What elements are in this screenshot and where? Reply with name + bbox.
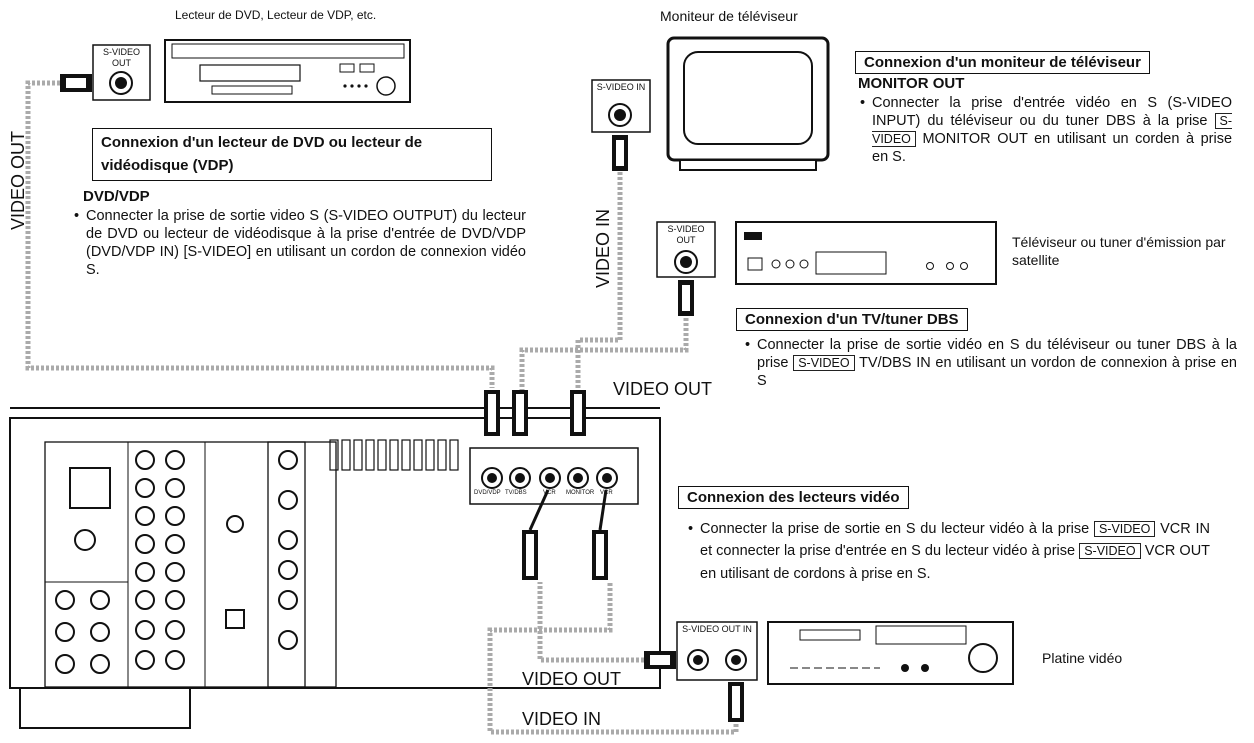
vcr-svideo-box-1: S-VIDEO [1093,521,1156,537]
vcr-body-2: VCR IN et connecter la prise d'entrée en… [700,521,1210,560]
receiver-label-vcr-in: VCR [543,490,556,496]
video-in-label-middle: VIDEO IN [593,208,613,288]
tuner-svideo-box: S-VIDEO [793,355,855,372]
video-out-label-left: VIDEO OUT [8,130,28,230]
monitor-body-before: Connecter la prise d'entrée vidéo en S (… [872,95,1232,130]
vcr-section-title: Connexion des lecteurs vidéo [678,486,909,509]
dvd-source-caption: Lecteur de DVD, Lecteur de VDP, etc. [175,8,377,22]
tuner-section-body: •Connecter la prise de sortie vidéo en S… [745,337,1237,390]
receiver-label-dvd: DVD/VDP [474,490,501,496]
tv-monitor-illustration [666,36,830,171]
dvd-player-illustration [164,39,411,103]
dvd-section-subtitle: DVD/VDP [83,188,150,205]
dvd-body-text: Connecter la prise de sortie video S (S-… [86,208,526,279]
monitor-section-subtitle: MONITOR OUT [858,75,965,92]
monitor-section-title: Connexion d'un moniteur de téléviseur [855,51,1150,74]
video-out-label-bottom: VIDEO OUT [522,669,622,689]
receiver-rear-panel [9,407,661,729]
receiver-label-vcr-out: VCR [600,490,613,496]
video-out-label-middle: VIDEO OUT [613,379,713,399]
tuner-section-title: Connexion d'un TV/tuner DBS [736,308,968,331]
monitor-cable [575,135,628,390]
tuner-jack-label: S-VIDEO OUT [667,224,705,246]
vcr-svideo-jack [676,621,758,681]
receiver-label-monitor: MONITOR [566,490,595,496]
monitor-section-body: •Connecter la prise d'entrée vidéo en S … [860,95,1233,166]
tuner-body-before: Connecter la prise de sortie vidéo en S … [757,337,1237,372]
tuner-svideo-out-jack [656,221,716,278]
dvd-svideo-out-jack [92,44,151,101]
monitor-body-after: MONITOR OUT en utilisant un corden à pri… [872,131,1233,166]
tv-svideo-in-jack [591,79,651,133]
satellite-tuner-illustration [735,221,997,285]
tv-monitor-caption: Moniteur de téléviseur [660,8,798,24]
tuner-cable [519,280,694,390]
vcr-section-body: •Connecter la prise de sortie en S du le… [688,521,1211,582]
receiver-label-tvdbs: TV/DBS [505,490,527,496]
vcr-body-1: Connecter la prise de sortie en S du lec… [700,521,1090,537]
tuner-body-after: TV/DBS IN en utilisant un vordon de conn… [757,355,1237,390]
vcr-jack-label: S-VIDEO OUT IN [682,624,752,634]
tv-tuner-caption: Téléviseur ou tuner d'émission par satel… [1012,234,1226,268]
vcr-cables [487,582,744,735]
vcr-illustration [767,621,1014,685]
dvd-section-title: Connexion d'un lecteur de DVD ou lecteur… [92,128,492,181]
monitor-svideo-box: S-VIDEO [872,113,1233,148]
vcr-svideo-box-2: S-VIDEO [1079,543,1141,560]
receiver-plugs [484,390,608,580]
dvd-jack-label: S-VIDEO OUT [102,47,140,69]
vcr-deck-caption: Platine vidéo [1042,650,1123,666]
vcr-body-3: VCR OUT en utilisant de cordons à prise … [700,543,1211,582]
dvd-section-body: •Connecter la prise de sortie video S (S… [74,208,526,279]
dvd-cable [25,74,495,388]
tv-jack-label: S-VIDEO IN [596,82,646,92]
video-in-label-bottom: VIDEO IN [522,709,602,729]
